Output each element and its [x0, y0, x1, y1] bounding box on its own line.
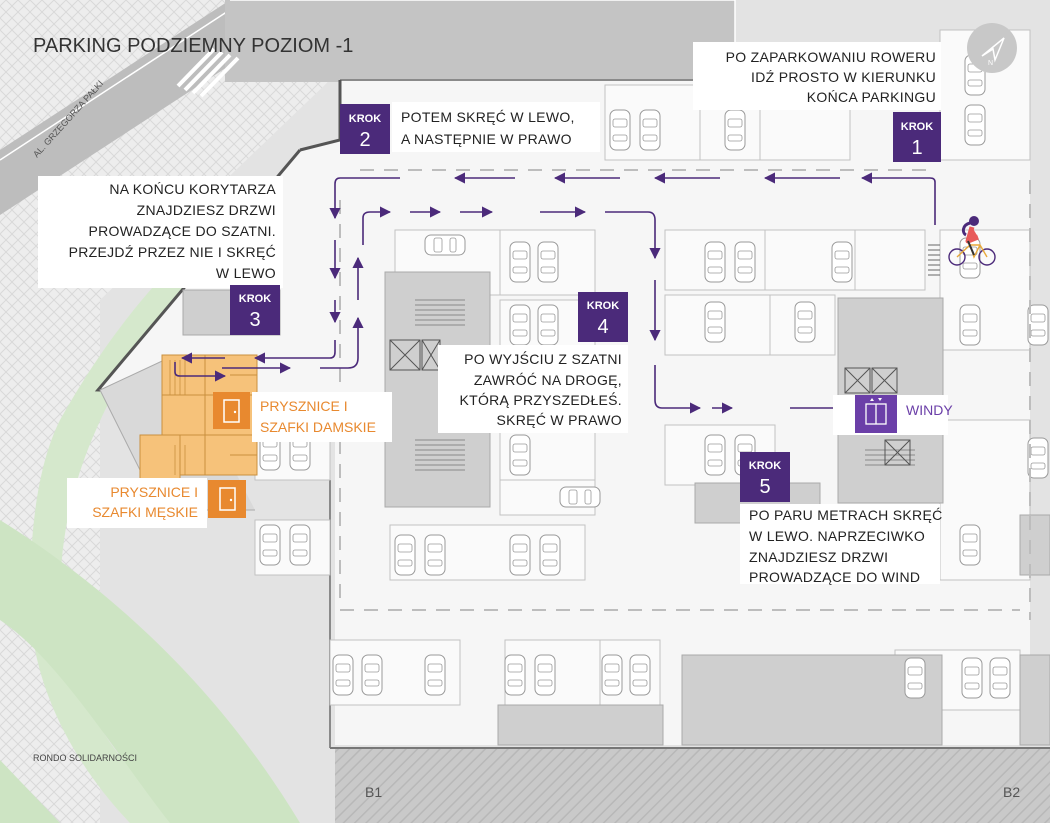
men-facility-line-2: SZAFKI MĘSKIE [92, 504, 198, 520]
women-facility-line-1: PRYSZNICE I [260, 398, 348, 414]
men-facility-line-1: PRYSZNICE I [110, 484, 198, 500]
step-4-line-2: ZAWRÓĆ NA DROGĘ, [474, 372, 622, 388]
step-2-krok: KROK [349, 113, 381, 125]
door-icon [223, 399, 240, 423]
elevator-facility: WINDY [833, 395, 953, 435]
step-1-line-3: KOŃCA PARKINGU [807, 89, 936, 105]
step-1-line-2: IDŹ PROSTO W KIERUNKU [751, 69, 936, 85]
step-5-krok: KROK [749, 460, 781, 472]
elevator-label: WINDY [906, 402, 953, 418]
step-1-krok: KROK [901, 121, 933, 133]
step-4-line-3: KTÓRĄ PRZYSZEDŁEŚ. [459, 391, 622, 408]
step-3-number: 3 [249, 309, 260, 331]
compass-icon: N [967, 23, 1017, 73]
step-2-line-1: POTEM SKRĘĆ W LEWO, [401, 109, 575, 125]
step-4-number: 4 [597, 316, 608, 338]
step-2-line-2: A NASTĘPNIE W PRAWO [401, 131, 572, 147]
step-3-line-4: PRZEJDŹ PRZEZ NIE I SKRĘĆ [69, 244, 276, 260]
step-3-line-5: W LEWO [216, 265, 276, 281]
elevator-icon [865, 398, 887, 425]
step-3-line-1: NA KOŃCU KORYTARZA [109, 181, 276, 197]
step-2-number: 2 [359, 129, 370, 151]
door-icon [219, 487, 236, 511]
route-arrows [174, 172, 936, 414]
men-facility: PRYSZNICE I SZAFKI MĘSKIE [67, 478, 246, 528]
page-title: PARKING PODZIEMNY POZIOM -1 [33, 35, 353, 57]
step-5: PO PARU METRACH SKRĘĆ W LEWO. NAPRZECIWK… [740, 452, 943, 585]
building-label-b2: B2 [1003, 784, 1020, 800]
bike-rack [928, 244, 940, 276]
step-3-line-3: PROWADZĄCE DO SZATNI. [88, 223, 276, 239]
step-4-line-1: PO WYJŚCIU Z SZATNI [464, 350, 622, 367]
street-label-rondo: RONDO SOLIDARNOŚCI [33, 752, 137, 763]
step-5-line-1: PO PARU METRACH SKRĘĆ [749, 507, 943, 523]
step-2: POTEM SKRĘĆ W LEWO, A NASTĘPNIE W PRAWO … [340, 102, 600, 154]
step-1-line-1: PO ZAPARKOWANIU ROWERU [726, 49, 936, 65]
step-5-line-2: W LEWO. NAPRZECIWKO [749, 528, 925, 544]
bicycle-icon [948, 216, 996, 266]
building-label-b1: B1 [365, 784, 382, 800]
step-5-line-3: ZNAJDZIESZ DRZWI [749, 549, 888, 565]
step-5-number: 5 [759, 476, 770, 498]
women-facility: PRYSZNICE I SZAFKI DAMSKIE [213, 392, 392, 442]
step-4-line-4: SKRĘĆ W PRAWO [497, 412, 623, 428]
step-4: PO WYJŚCIU Z SZATNI ZAWRÓĆ NA DROGĘ, KTÓ… [438, 292, 628, 433]
step-3-line-2: ZNAJDZIESZ DRZWI [137, 202, 276, 218]
crosswalk [176, 47, 240, 98]
svg-text:N: N [988, 60, 993, 67]
women-facility-line-2: SZAFKI DAMSKIE [260, 419, 376, 435]
step-4-krok: KROK [587, 300, 619, 312]
step-3: NA KOŃCU KORYTARZA ZNAJDZIESZ DRZWI PROW… [38, 176, 283, 335]
step-1-number: 1 [911, 137, 922, 159]
step-1: PO ZAPARKOWANIU ROWERU IDŹ PROSTO W KIER… [693, 42, 941, 162]
step-3-krok: KROK [239, 293, 271, 305]
step-5-line-4: PROWADZĄCE DO WIND [749, 569, 920, 585]
